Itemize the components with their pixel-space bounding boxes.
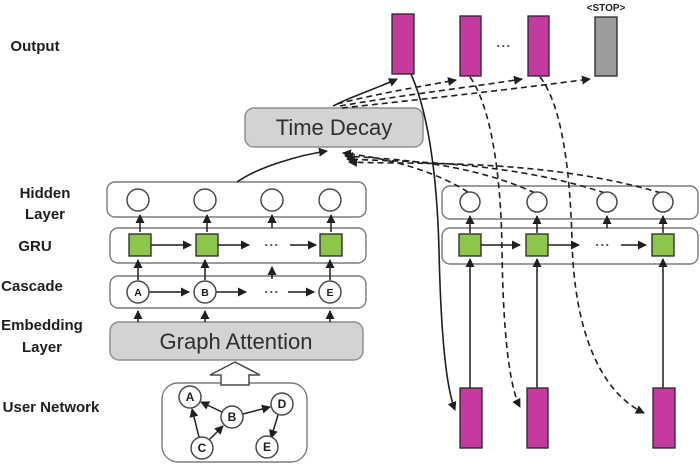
input-bar-1 bbox=[459, 387, 483, 449]
label-embedding-line2: Layer bbox=[22, 339, 62, 356]
right-gru-cell-3 bbox=[651, 233, 675, 257]
label-gru: GRU bbox=[18, 238, 51, 255]
left-gru-cell-2 bbox=[195, 233, 219, 257]
label-hidden-line1: Hidden bbox=[20, 185, 71, 202]
net-node-d bbox=[270, 392, 294, 416]
right-hidden-unit-1 bbox=[459, 191, 481, 213]
stop-bar bbox=[594, 16, 618, 77]
edge-output1-to-input1 bbox=[410, 73, 457, 411]
edge-right-hidden1-to-time-decay bbox=[342, 149, 469, 193]
graph-attention-box bbox=[109, 321, 364, 361]
stop-token-label: <STOP> bbox=[587, 3, 626, 14]
right-gru-cell-2 bbox=[525, 233, 549, 257]
edge-time-decay-to-output2 bbox=[336, 77, 457, 105]
edge-output2-to-input2 bbox=[469, 76, 521, 408]
left-hidden-layer-box bbox=[106, 181, 367, 218]
edge-output3-to-input3 bbox=[539, 76, 645, 414]
right-hidden-unit-2 bbox=[526, 191, 548, 213]
cascade-node-b bbox=[193, 280, 217, 304]
left-gru-cell-3 bbox=[319, 233, 343, 257]
cascade-node-a bbox=[126, 280, 150, 304]
left-gru-ellipsis: ... bbox=[264, 234, 279, 249]
label-output: Output bbox=[10, 38, 59, 55]
right-gru-ellipsis: ... bbox=[595, 234, 610, 249]
net-node-b-label: B bbox=[228, 410, 237, 424]
net-node-a-label: A bbox=[186, 390, 195, 404]
edge-time-decay-to-stop bbox=[341, 75, 591, 109]
cascade-node-b-label: B bbox=[201, 287, 209, 299]
output-bar-2 bbox=[459, 15, 482, 77]
time-decay-label: Time Decay bbox=[276, 115, 393, 140]
edge-time-decay-to-output3 bbox=[339, 75, 523, 107]
net-node-d-label: D bbox=[278, 397, 287, 411]
net-node-b bbox=[220, 405, 244, 429]
net-edge-b-to-a bbox=[200, 401, 223, 413]
net-node-e-label: E bbox=[263, 440, 271, 454]
time-decay-box bbox=[244, 107, 424, 148]
input-bar-3 bbox=[652, 387, 676, 449]
cascade-node-e bbox=[318, 280, 342, 304]
left-hidden-unit-4 bbox=[318, 188, 342, 212]
net-edge-c-to-a bbox=[189, 408, 200, 438]
net-node-c-label: C bbox=[198, 441, 207, 455]
cascade-node-e-label: E bbox=[326, 287, 333, 299]
label-cascade: Cascade bbox=[1, 278, 63, 295]
label-hidden-line2: Layer bbox=[25, 206, 65, 223]
cascade-node-a-label: A bbox=[134, 287, 142, 299]
output-bar-1 bbox=[391, 13, 415, 75]
right-gru-box bbox=[441, 227, 699, 265]
left-gru-cell-1 bbox=[128, 233, 152, 257]
net-edge-c-to-b bbox=[208, 425, 224, 441]
output-ellipsis: ... bbox=[496, 35, 511, 50]
right-hidden-unit-3 bbox=[596, 191, 618, 213]
left-hidden-unit-3 bbox=[260, 188, 284, 212]
cascade-ellipsis: ... bbox=[264, 281, 279, 296]
net-node-c bbox=[190, 436, 214, 460]
label-embedding-line1: Embedding bbox=[1, 317, 83, 334]
block-arrow-up-icon bbox=[209, 361, 261, 386]
right-gru-cell-1 bbox=[458, 233, 482, 257]
output-bar-3 bbox=[527, 15, 550, 77]
input-bar-2 bbox=[526, 387, 549, 449]
right-hidden-unit-4 bbox=[652, 191, 674, 213]
net-node-e bbox=[255, 435, 279, 459]
edge-left-hidden-to-time-decay bbox=[236, 147, 328, 183]
edge-right-hidden4-to-time-decay bbox=[348, 157, 662, 194]
net-edge-b-to-d bbox=[242, 404, 271, 415]
left-hidden-unit-2 bbox=[193, 188, 217, 212]
net-node-a bbox=[178, 385, 202, 409]
net-edge-d-to-e bbox=[269, 414, 279, 439]
label-user-network: User Network bbox=[3, 399, 100, 416]
left-hidden-unit-1 bbox=[126, 188, 150, 212]
graph-attention-label: Graph Attention bbox=[160, 329, 313, 354]
